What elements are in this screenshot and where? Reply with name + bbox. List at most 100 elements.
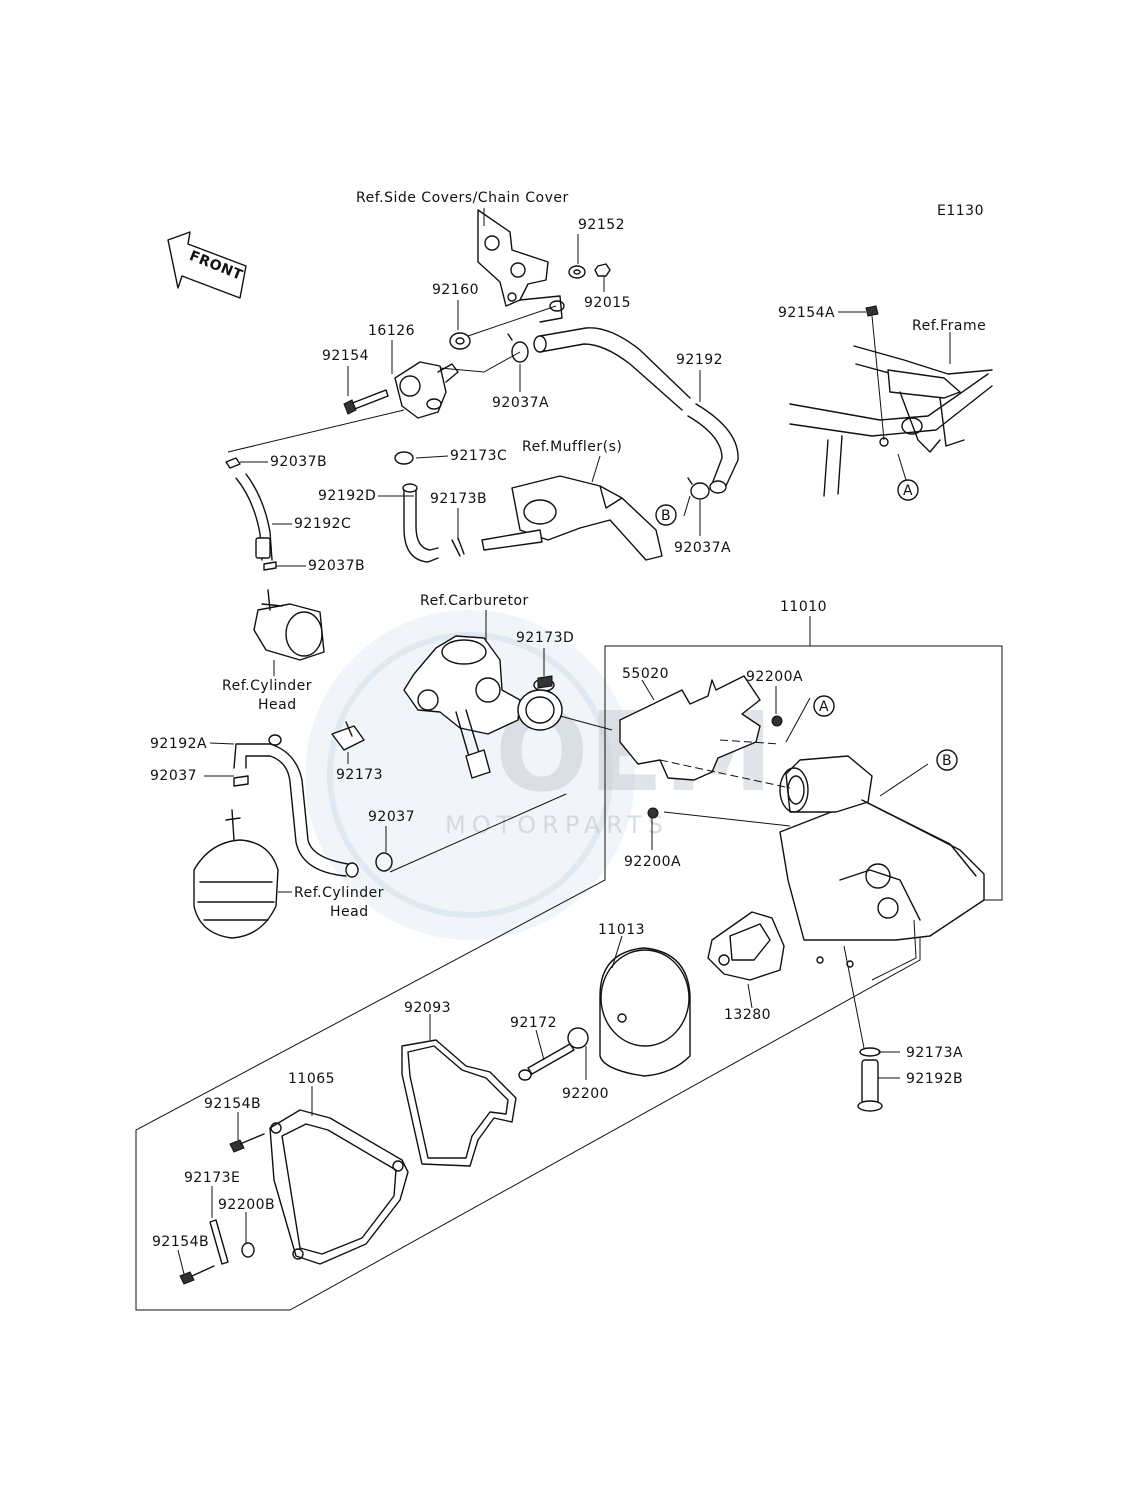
seal-92093 [401,1039,517,1167]
label-92172: 92172 [510,1015,557,1031]
cylinder-head-ref-lower [193,809,279,939]
label-11010: 11010 [780,599,827,615]
label-92037B-lower: 92037B [308,558,365,574]
nut-92200A-upper [771,715,783,727]
svg-text:A: A [819,699,829,715]
label-92173B: 92173B [430,491,487,507]
label-92192C: 92192C [294,516,351,532]
hose-92192-short [481,529,543,551]
clamp-92037A-bottom [687,477,710,500]
label-92192D: 92192D [318,488,376,504]
clamp-92037-left [233,775,249,787]
callout-B-top: B [655,504,677,526]
cylinder-head-ref-upper [253,589,325,661]
callout-A-top: A [897,453,919,501]
label-92037A-top: 92037A [492,395,549,411]
label-92173C: 92173C [450,448,507,464]
cover-11065 [269,1109,409,1265]
label-11065: 11065 [288,1071,335,1087]
label-92192: 92192 [676,352,723,368]
label-92173: 92173 [336,767,383,783]
bolt-92172 [518,1043,575,1081]
hose-92192A [233,734,359,878]
washer-92200 [567,1027,589,1049]
lead-carb-air [663,811,791,827]
label-ref-frame: Ref.Frame [912,318,986,334]
label-55020: 55020 [622,666,669,682]
airbox-11010 [779,755,985,968]
lead-joint [559,715,613,731]
clamp-92173C [394,451,414,465]
label-ref-cyl-head-upper-2: Head [258,697,297,713]
screw-92154B-lower [179,1265,215,1285]
label-ref-cyl-head-lower-2: Head [330,904,369,920]
label-ref-side-covers: Ref.Side Covers/Chain Cover [356,190,569,206]
label-92037-left: 92037 [150,768,197,784]
clip-92173 [331,721,365,751]
hose-92192 [533,327,739,494]
clamp-92037A-top [507,333,529,363]
hose-92192D [402,483,439,563]
label-ref-carburetor: Ref.Carburetor [420,593,529,609]
callout-A-mid: A [813,695,835,717]
label-92154B-upper: 92154B [204,1096,261,1112]
joint-clamp [517,689,563,731]
label-92093: 92093 [404,1000,451,1016]
label-92015: 92015 [584,295,631,311]
spacer-92152 [568,265,586,279]
watermark-globe-ring [327,632,613,918]
screw-92154A [865,305,885,441]
drain-92192B [857,1059,883,1112]
svg-text:B: B [661,508,671,524]
label-92200A-lower: 92200A [624,854,681,870]
label-92192A: 92192A [150,736,207,752]
label-16126: 16126 [368,323,415,339]
clamp-92037B-lower [263,561,277,571]
diagram-code: E1130 [937,203,984,219]
label-92173D: 92173D [516,630,574,646]
label-92173E: 92173E [184,1170,240,1186]
clip-92173E [209,1219,229,1265]
label-ref-cyl-head-upper-1: Ref.Cylinder [222,678,312,694]
label-92192B: 92192B [906,1071,963,1087]
clamp-92037B-upper [225,457,241,469]
nut-92200A-lower [647,807,659,819]
side-cover-bracket [477,209,565,323]
watermark-globe [305,610,635,940]
bolt-92154 [343,389,389,415]
label-92200A-upper: 92200A [746,669,803,685]
frame-ref [789,345,993,497]
airbox-assembly-outline [135,645,1003,1311]
nut-92200B [241,1242,255,1258]
nut-92015 [594,263,611,277]
screw-92154B-upper [229,1133,265,1153]
label-92037: 92037 [368,809,415,825]
label-92160: 92160 [432,282,479,298]
label-92154: 92154 [322,348,369,364]
label-92173A: 92173A [906,1045,963,1061]
leader-lines [177,208,951,1275]
muffler-ref [511,475,663,561]
clamp-92173B [451,537,465,557]
callout-B-mid: B [936,749,958,771]
grommet-92160 [449,332,471,350]
label-92154A: 92154A [778,305,835,321]
label-92152: 92152 [578,217,625,233]
label-92037A-bottom: 92037A [674,540,731,556]
label-92154B-lower: 92154B [152,1234,209,1250]
part-labels: Ref.Side Covers/Chain Cover 92152 92015 … [150,190,986,1250]
front-arrow-icon: FRONT [167,231,247,299]
carburetor-ref [403,635,521,779]
label-ref-cyl-head-lower-1: Ref.Cylinder [294,885,384,901]
svg-text:B: B [942,753,952,769]
dash-line-2 [719,739,781,745]
label-92200B: 92200B [218,1197,275,1213]
label-92200: 92200 [562,1086,609,1102]
dash-line-1 [659,759,791,789]
hose-92192C [235,473,273,561]
watermark-sub: MOTORPARTS [445,811,669,839]
filter-11013 [599,947,691,1077]
label-13280: 13280 [724,1007,771,1023]
label-11013: 11013 [598,922,645,938]
